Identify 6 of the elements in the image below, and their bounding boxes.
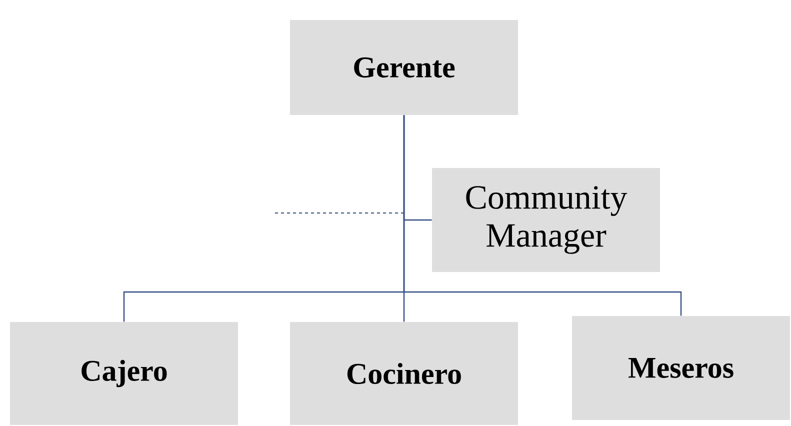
title-box: Gerente [290, 20, 518, 115]
role-box: Community Manager [432, 168, 660, 272]
title-box: Cajero [10, 322, 238, 425]
title-box: Meseros [572, 316, 790, 420]
connector-line [403, 115, 682, 316]
title-box: Cocinero [290, 322, 518, 425]
